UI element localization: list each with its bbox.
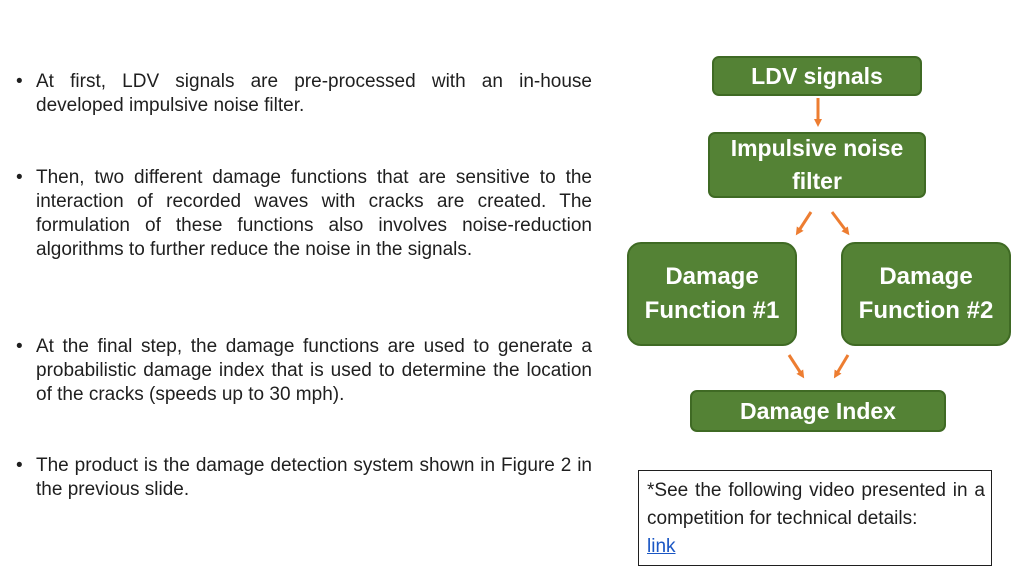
arrow-damage2-to-index bbox=[833, 354, 850, 379]
bullet-text: The product is the damage detection syst… bbox=[36, 455, 592, 500]
damage-index-box: Damage Index bbox=[690, 390, 946, 432]
bullet-text: At the final step, the damage functions … bbox=[36, 336, 592, 405]
bullet-dot: • bbox=[16, 455, 23, 476]
bullet-dot: • bbox=[16, 336, 23, 357]
video-note-box: *See the following video presented in a … bbox=[638, 470, 992, 566]
bullet-item: • At first, LDV signals are pre-processe… bbox=[16, 70, 592, 118]
video-link[interactable]: link bbox=[647, 536, 676, 557]
arrow-filter-to-damage2 bbox=[830, 211, 850, 236]
bullet-dot: • bbox=[16, 167, 23, 188]
bullet-text: At first, LDV signals are pre-processed … bbox=[36, 71, 592, 116]
arrow-damage1-to-index bbox=[787, 354, 805, 379]
damage-function-1-box: Damage Function #1 bbox=[627, 242, 797, 346]
bullet-text: Then, two different damage functions tha… bbox=[36, 167, 592, 260]
note-text: *See the following video presented in a … bbox=[647, 480, 985, 529]
bullet-item: • Then, two different damage functions t… bbox=[16, 166, 592, 262]
bullet-item: • At the final step, the damage function… bbox=[16, 335, 592, 407]
bullet-item: • The product is the damage detection sy… bbox=[16, 454, 592, 502]
impulsive-noise-filter-box: Impulsive noise filter bbox=[708, 132, 926, 198]
bullet-dot: • bbox=[16, 71, 23, 92]
ldv-signals-box: LDV signals bbox=[712, 56, 922, 96]
damage-function-2-box: Damage Function #2 bbox=[841, 242, 1011, 346]
arrow-filter-to-damage1 bbox=[795, 211, 813, 236]
